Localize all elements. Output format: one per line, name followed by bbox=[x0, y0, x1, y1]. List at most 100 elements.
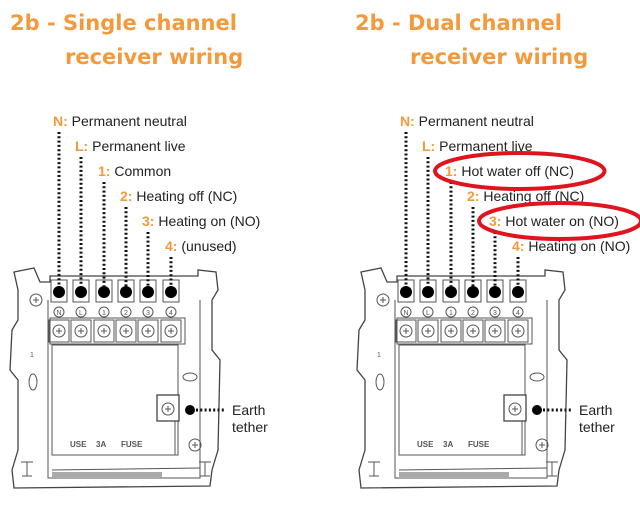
terminal-connection-dot bbox=[98, 286, 110, 298]
terminal-label-4: 4: Heating on (NO) bbox=[512, 238, 630, 254]
terminal-description: (unused) bbox=[177, 238, 236, 254]
terminal-description: Heating on (NO) bbox=[154, 213, 260, 229]
terminal-mark: 1 bbox=[102, 310, 106, 317]
terminal-screw-icon bbox=[74, 324, 88, 338]
terminal-block bbox=[396, 317, 533, 345]
terminal-screw-housing bbox=[417, 319, 439, 343]
terminal-label-l: L: Permanent live bbox=[75, 138, 186, 154]
terminal-key: 4: bbox=[512, 238, 524, 254]
terminal-description: Hot water off (NC) bbox=[457, 163, 573, 179]
terminal-label-l: L: Permanent live bbox=[422, 138, 533, 154]
terminal-screw-housing bbox=[395, 319, 417, 343]
terminal-mark-circle bbox=[489, 306, 501, 318]
earth-connection-dot bbox=[185, 405, 195, 415]
plate-outline bbox=[9, 267, 221, 489]
terminal-key: 3: bbox=[489, 213, 501, 229]
terminal-slot bbox=[442, 279, 460, 303]
terminal-mark: 3 bbox=[146, 310, 150, 317]
terminal-description: Permanent live bbox=[435, 138, 532, 154]
terminal-screw-housing bbox=[440, 319, 462, 343]
terminal-block bbox=[49, 317, 186, 345]
terminal-connection-dot bbox=[165, 286, 177, 298]
terminal-screw-housing bbox=[115, 319, 137, 343]
terminal-mark-circle bbox=[98, 306, 110, 318]
terminal-label-3: 3: Hot water on (NO) bbox=[489, 213, 619, 229]
slot-right bbox=[529, 372, 545, 382]
terminal-mark: 2 bbox=[124, 310, 128, 317]
highlight-ring bbox=[477, 201, 640, 241]
terminal-mark: N bbox=[56, 310, 61, 317]
screw-cross bbox=[123, 328, 129, 334]
terminal-screw-icon bbox=[399, 324, 413, 338]
plate-base-strip bbox=[52, 472, 162, 477]
terminal-mark-circle bbox=[467, 306, 479, 318]
terminal-connection-dot bbox=[75, 286, 87, 298]
screw-cross bbox=[512, 406, 518, 412]
screw-cross bbox=[101, 328, 107, 334]
terminal-label-2: 2: Heating off (NC) bbox=[467, 188, 584, 204]
screw-cross bbox=[515, 328, 521, 334]
corner-screw-icon bbox=[376, 293, 390, 307]
terminal-connection-dot bbox=[53, 286, 65, 298]
mounting-bolt-icon bbox=[199, 461, 211, 477]
terminal-description: Permanent live bbox=[88, 138, 185, 154]
screw-cross bbox=[192, 442, 198, 448]
terminal-label-3: 3: Heating on (NO) bbox=[142, 213, 260, 229]
plate-number: 1 bbox=[377, 352, 381, 359]
fuse-label: USE bbox=[417, 440, 434, 449]
terminal-screw-housing bbox=[137, 319, 159, 343]
screw-cross bbox=[165, 406, 171, 412]
plate-base-strip bbox=[399, 472, 509, 477]
terminal-description: Heating off (NC) bbox=[479, 188, 584, 204]
fuse-label: FUSE bbox=[468, 440, 490, 449]
earth-label-line-2: tether bbox=[232, 419, 268, 435]
terminal-screw-icon bbox=[164, 324, 178, 338]
mounting-bolt-icon bbox=[21, 461, 33, 477]
terminal-slot bbox=[419, 279, 437, 303]
highlight-ring bbox=[433, 151, 607, 191]
terminal-key: 2: bbox=[467, 188, 479, 204]
terminal-connection-dot bbox=[142, 286, 154, 298]
terminal-screw-housing bbox=[93, 319, 115, 343]
terminal-key: 2: bbox=[120, 188, 132, 204]
terminal-key: N: bbox=[53, 113, 68, 129]
terminal-description: Heating off (NC) bbox=[132, 188, 237, 204]
terminal-key: 3: bbox=[142, 213, 154, 229]
terminal-mark-circle bbox=[165, 306, 177, 318]
terminal-screw-icon bbox=[466, 324, 480, 338]
slot-left bbox=[375, 373, 385, 391]
terminal-screw-housing bbox=[462, 319, 484, 343]
terminal-mark-circle bbox=[400, 306, 412, 318]
earth-label-line-1: Earth bbox=[232, 402, 265, 418]
terminal-mark: 1 bbox=[449, 310, 453, 317]
terminal-screw-housing bbox=[70, 319, 92, 343]
terminal-label-1: 1: Common bbox=[98, 163, 171, 179]
terminal-mark-circle bbox=[445, 306, 457, 318]
terminal-screw-housing bbox=[48, 319, 70, 343]
terminal-slot bbox=[72, 279, 90, 303]
terminal-description: Permanent neutral bbox=[415, 113, 534, 129]
terminal-key: 1: bbox=[445, 163, 457, 179]
title-line-1: 2b - Dual channel bbox=[355, 11, 562, 35]
mounting-bolt-icon bbox=[368, 461, 380, 477]
terminal-mark: 4 bbox=[169, 310, 173, 317]
plate-outline bbox=[356, 267, 568, 489]
fuse-label: 3A bbox=[96, 440, 106, 449]
terminal-mark-circle bbox=[120, 306, 132, 318]
terminal-mark: 3 bbox=[493, 310, 497, 317]
screw-cross bbox=[78, 328, 84, 334]
earth-connection-dot bbox=[532, 405, 542, 415]
terminal-description: Common bbox=[110, 163, 171, 179]
plate-inner-edge bbox=[394, 300, 548, 479]
terminal-label-n: N: Permanent neutral bbox=[53, 113, 187, 129]
terminal-screw-icon bbox=[421, 324, 435, 338]
terminal-key: 1: bbox=[98, 163, 110, 179]
earth-label-line-1: Earth bbox=[579, 402, 612, 418]
terminal-mark-circle bbox=[422, 306, 434, 318]
terminal-screw-icon bbox=[511, 324, 525, 338]
title-line-2: receiver wiring bbox=[65, 45, 243, 69]
fuse-label: 3A bbox=[443, 440, 453, 449]
